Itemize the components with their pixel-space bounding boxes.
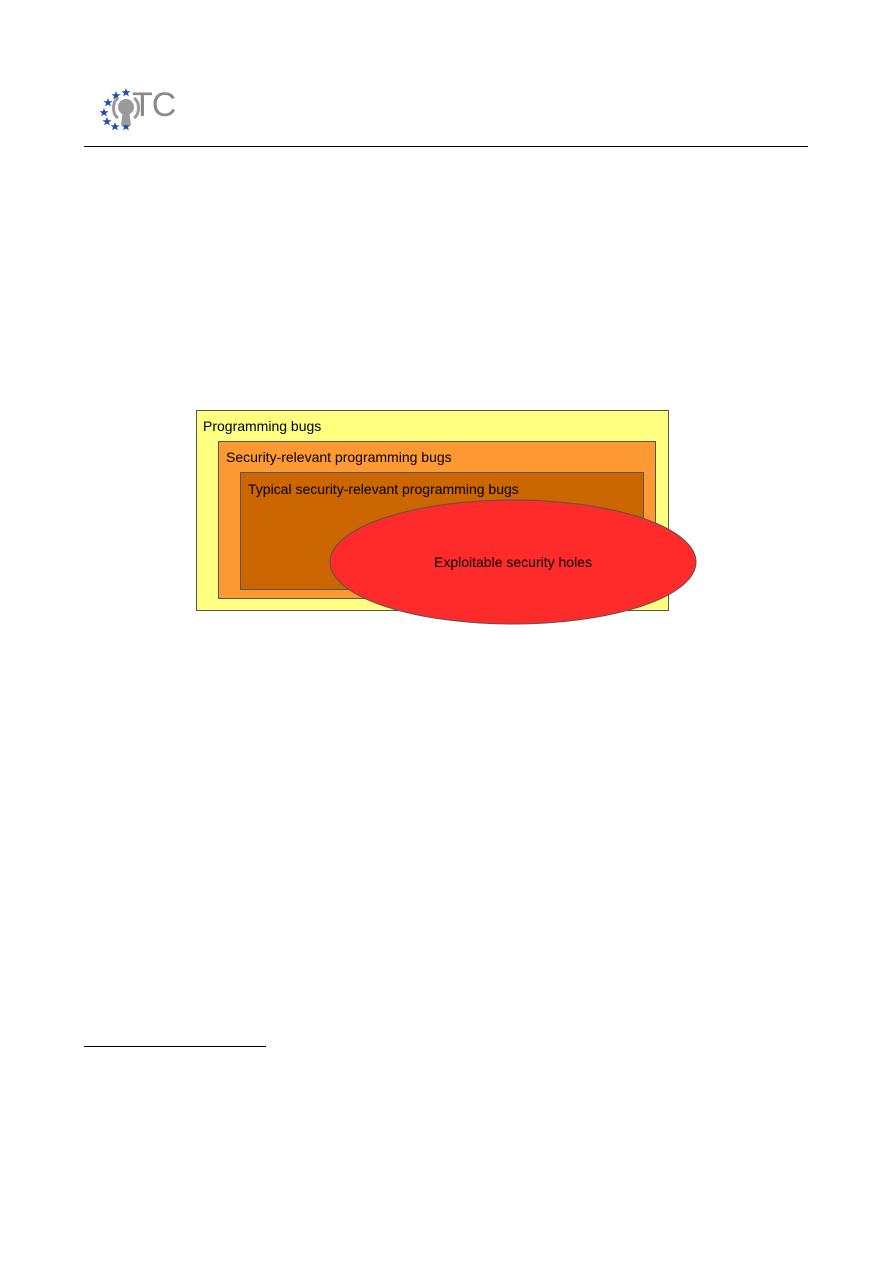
header-divider (84, 146, 808, 147)
exploitable-holes-label: Exploitable security holes (434, 554, 592, 570)
itc-logo (99, 88, 140, 130)
exploitable-holes-shape (329, 499, 697, 625)
security-relevant-label: Security-relevant programming bugs (226, 449, 452, 465)
footnote-divider (84, 1046, 266, 1047)
programming-bugs-label: Programming bugs (203, 418, 322, 434)
eu-stars-icon (99, 88, 131, 130)
logo-text: TC (132, 86, 176, 124)
bug-categories-diagram: Programming bugs Security-relevant progr… (196, 410, 698, 626)
keyhole-icon (112, 96, 140, 125)
typical-security-relevant-label: Typical security-relevant programming bu… (248, 481, 519, 497)
